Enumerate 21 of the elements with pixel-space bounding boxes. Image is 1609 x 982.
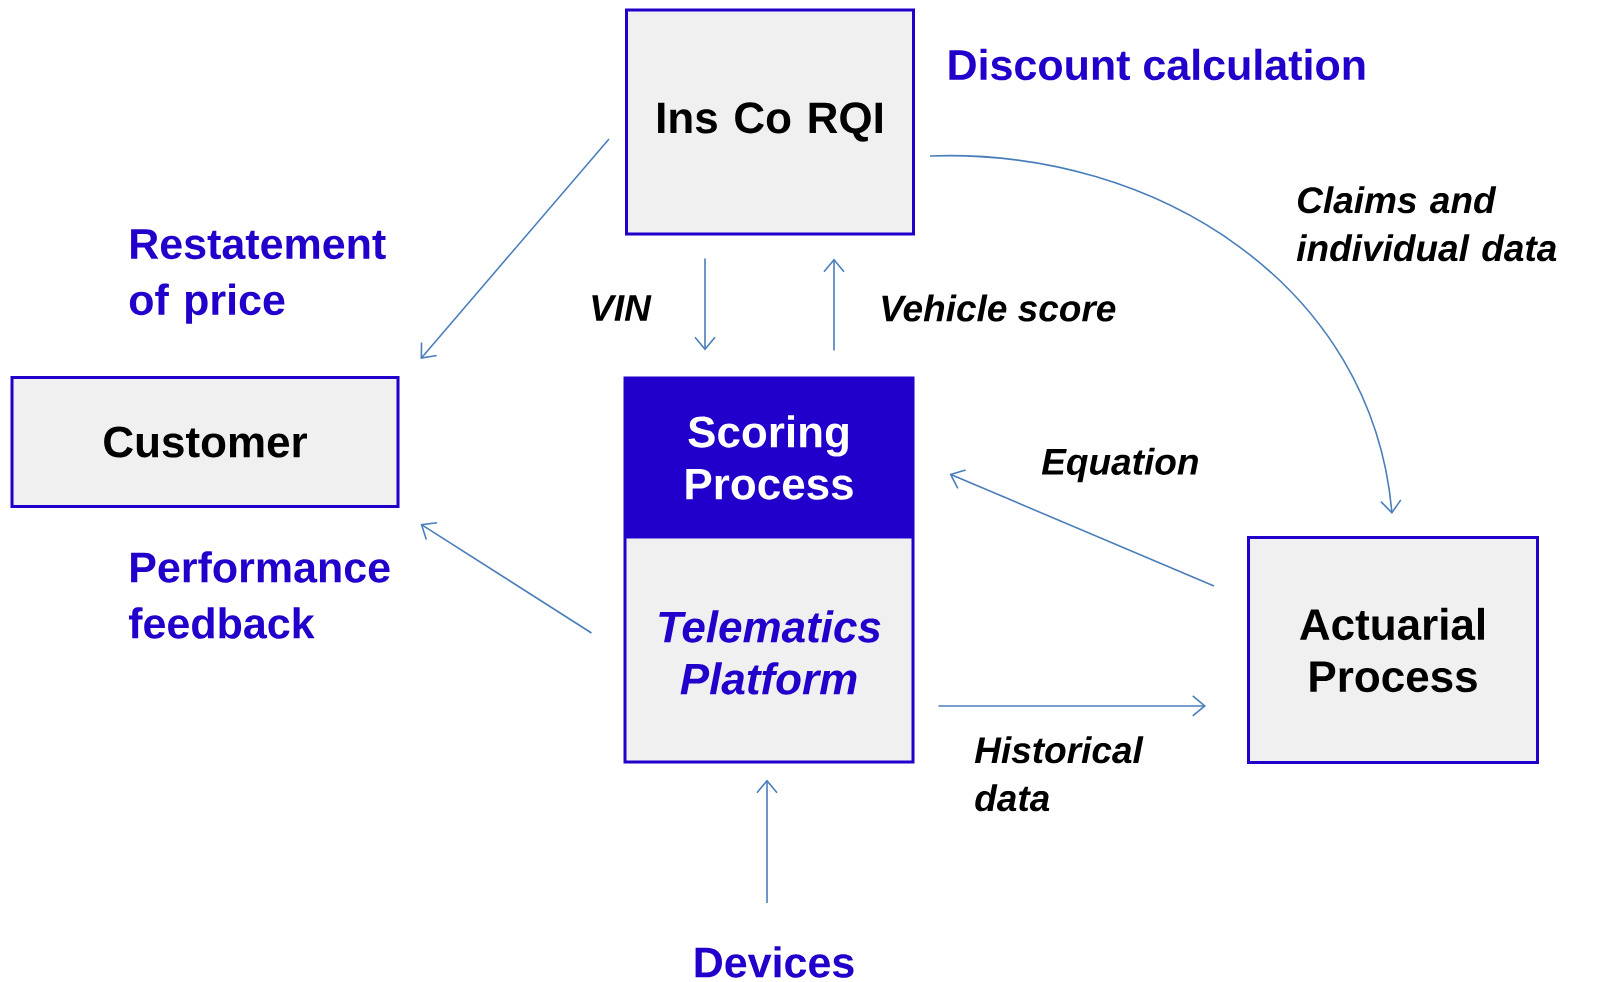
- arrow: [420, 138, 610, 359]
- process-box: Customer: [10, 376, 400, 508]
- edge-label: Performance feedback: [128, 551, 390, 639]
- arrow: [929, 155, 1402, 514]
- edge-label: Historical data: [974, 736, 1144, 812]
- arrow: [420, 521, 593, 634]
- node-caption: Discount calculation: [949, 48, 1365, 81]
- edge-label: VIN: [592, 295, 652, 321]
- edge-label: Claims and individual data: [1296, 186, 1557, 262]
- arrow: [823, 258, 845, 352]
- process-box: Ins Co RQI: [625, 8, 915, 236]
- arrow: [949, 469, 1215, 587]
- node-label: Devices: [695, 946, 854, 978]
- split-process-box: Scoring Process Telematics Platform: [623, 376, 915, 764]
- arrow: [756, 779, 778, 904]
- edge-label: Equation: [1041, 447, 1198, 483]
- arrow: [937, 695, 1206, 717]
- edge-label: Vehicle score: [882, 294, 1116, 322]
- process-box: Actuarial Process: [1247, 536, 1539, 764]
- edge-label: Restatement of price: [129, 229, 386, 324]
- arrow: [694, 257, 716, 351]
